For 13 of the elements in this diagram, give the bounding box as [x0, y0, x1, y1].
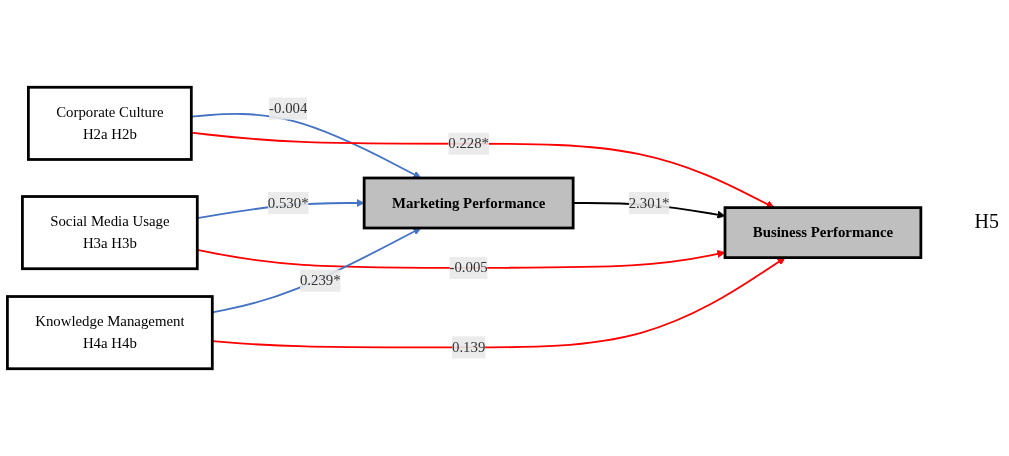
edge-label: -0.004 [269, 100, 308, 116]
edge-label: 0.239* [299, 272, 341, 289]
edge-label: 0.228* [448, 135, 490, 152]
node-box: Knowledge Management H4a H4b [6, 295, 214, 371]
edge-label: 2.301* [628, 194, 670, 211]
edge-label: 0.139 [451, 339, 486, 355]
node-box: Business Performance [723, 206, 923, 259]
edge-label: -0.005 [449, 259, 488, 276]
edge-label: 0.530* [267, 194, 309, 211]
hypothesis-label: H5 [974, 210, 999, 233]
node-box: Social Media Usage H3a H3b [21, 195, 199, 271]
node-box: Marketing Performance [362, 176, 575, 230]
node-box: Corporate Culture H2a H2b [27, 85, 193, 161]
